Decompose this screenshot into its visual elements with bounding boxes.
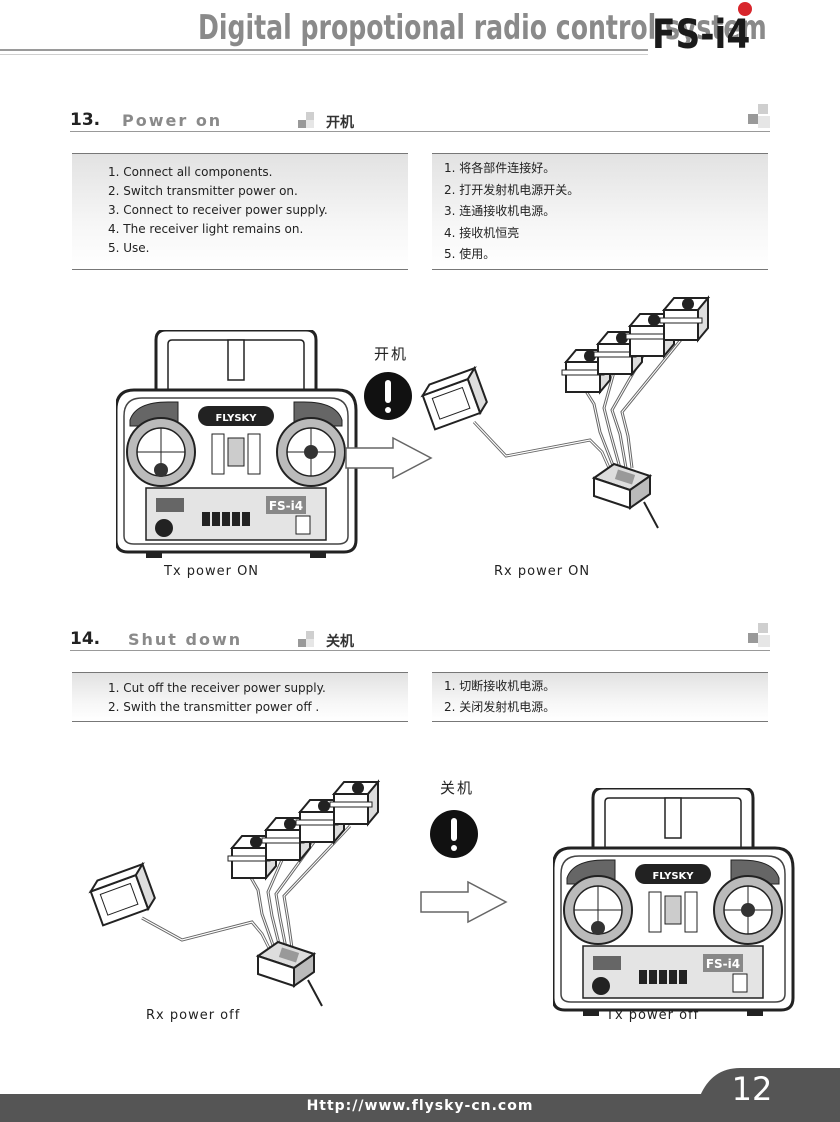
list-item: 1. 切断接收机电源。 (444, 679, 556, 693)
footer-url: Http://www.flysky-cn.com (306, 1098, 534, 1114)
transmitter-brand: FLYSKY (652, 871, 694, 882)
section14-steps-cn-box: 1. 切断接收机电源。 2. 关闭发射机电源。 (432, 672, 768, 722)
list-item: 2. Swith the transmitter power off . (108, 700, 320, 714)
section14-steps-en-box: 1. Cut off the receiver power supply. 2.… (72, 672, 408, 722)
transmitter-model: FS-i4 (269, 499, 303, 513)
section14-number: 14. (70, 629, 101, 649)
receiver-illustration (88, 781, 379, 1007)
red-dot-icon (738, 2, 752, 16)
list-item: 5. Use. (108, 241, 150, 255)
header-rule (0, 49, 648, 51)
header-title: Digital propotional radio control system (198, 8, 767, 48)
tile-icon (298, 631, 314, 647)
page-tab (700, 1068, 840, 1096)
transmitter-illustration: FLYSKY FS-i4 (116, 330, 358, 560)
warning-label: 开机 (374, 345, 409, 363)
list-item: 2. 打开发射机电源开关。 (444, 182, 580, 197)
tile-icon (298, 112, 314, 128)
section13-steps-en-box: 1. Connect all components. 2. Switch tra… (72, 153, 408, 270)
tx-caption: Tx power ON (164, 564, 260, 579)
tile-icon (748, 104, 770, 130)
list-item: 4. 接收机恒亮 (444, 225, 520, 240)
receiver-illustration (420, 297, 709, 529)
arrow-right-icon (420, 880, 508, 924)
header-model: FS-i4 (652, 12, 751, 58)
section13-title: Power on (122, 111, 223, 130)
header-rule-thin (0, 54, 648, 55)
list-item: 2. 关闭发射机电源。 (444, 700, 556, 714)
transmitter-illustration: FLYSKY FS-i4 (553, 788, 795, 1018)
warning-label: 关机 (440, 779, 475, 797)
transmitter-brand: FLYSKY (215, 413, 257, 424)
list-item: 2. Switch transmitter power on. (108, 184, 298, 198)
list-item: 5. 使用。 (444, 247, 496, 261)
list-item: 1. Connect all components. (108, 165, 273, 179)
transmitter-model: FS-i4 (706, 957, 740, 971)
list-item: 1. 将各部件连接好。 (444, 161, 556, 175)
exclamation-icon (430, 810, 478, 858)
list-item: 1. Cut off the receiver power supply. (108, 681, 326, 695)
exclamation-icon (364, 372, 412, 420)
list-item: 3. Connect to receiver power supply. (108, 203, 328, 217)
section13-steps-cn-box: 1. 将各部件连接好。 2. 打开发射机电源开关。 3. 连通接收机电源。 4.… (432, 153, 768, 270)
page-number: 12 (731, 1070, 773, 1108)
footer-bar (0, 1094, 840, 1122)
rx-caption: Rx power off (146, 1008, 241, 1023)
section13-title-cn: 开机 (326, 115, 354, 131)
section14-title-cn: 关机 (326, 634, 354, 650)
arrow-right-icon (345, 436, 433, 480)
rx-caption: Rx power ON (494, 564, 591, 579)
list-item: 3. 连通接收机电源。 (444, 204, 556, 218)
section13-rule (70, 131, 770, 132)
tx-caption: Tx power off (606, 1008, 700, 1023)
section14-rule (70, 650, 770, 651)
section13-number: 13. (70, 110, 101, 130)
section14-title: Shut down (128, 630, 243, 649)
list-item: 4. The receiver light remains on. (108, 222, 304, 236)
tile-icon (748, 623, 770, 649)
